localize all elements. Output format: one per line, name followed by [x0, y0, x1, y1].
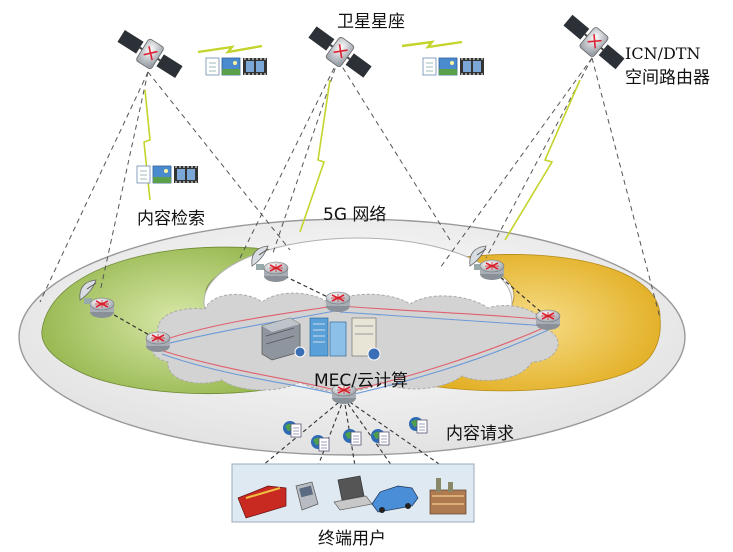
train-icon	[237, 485, 287, 519]
factory-icon	[429, 478, 467, 515]
car-icon	[371, 485, 419, 513]
satellite-constellation-label: 卫星星座	[337, 12, 405, 32]
terminal-users-label: 终端用户	[318, 529, 386, 549]
media-content-icon	[205, 57, 268, 76]
icn-dtn-text: ICN/DTN	[625, 44, 701, 63]
network-5g-label: 5G 网络	[323, 205, 387, 225]
icn-dtn-router-label: ICN/DTN 空间路由器	[625, 42, 710, 90]
space-router-text: 空间路由器	[625, 68, 710, 88]
router-icon	[325, 291, 351, 313]
mec-links	[157, 304, 549, 397]
globe-icon	[294, 346, 306, 358]
router-icon	[145, 331, 171, 353]
router-icon	[479, 259, 505, 281]
mec-cloud-label: MEC/云计算	[314, 371, 409, 391]
media-content-icon	[136, 165, 199, 184]
content-request-label: 内容请求	[446, 424, 514, 444]
router-icon	[535, 309, 561, 331]
terminal-links	[261, 397, 443, 467]
server-icon	[261, 317, 301, 361]
content-retrieval-label: 内容检索	[137, 209, 205, 229]
satellite-icon	[558, 9, 630, 75]
phone-icon	[295, 481, 319, 511]
laptop-icon	[333, 475, 373, 511]
server-icon	[351, 317, 381, 361]
server-icon	[309, 317, 347, 357]
lightning-links	[143, 40, 581, 241]
router-icon	[89, 297, 115, 319]
router-icon	[263, 261, 289, 283]
media-content-icon	[422, 57, 485, 76]
